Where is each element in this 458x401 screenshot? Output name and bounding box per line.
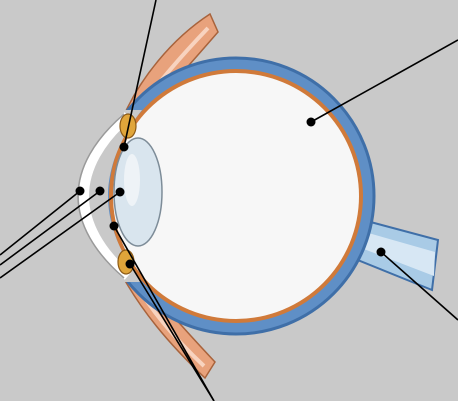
optic-nerve-pointer-dot [377,248,386,257]
iris-pointer-dot [126,260,135,269]
cornea-pointer-inner-dot [116,188,125,197]
cornea-pointer-mid-dot [96,187,105,196]
lens-pointer-dot [110,222,119,231]
retina-pointer-dot [307,118,316,127]
cornea-pointer-outer-dot [76,187,85,196]
top-pointer-dot [120,143,129,152]
lens-highlight [124,154,140,206]
